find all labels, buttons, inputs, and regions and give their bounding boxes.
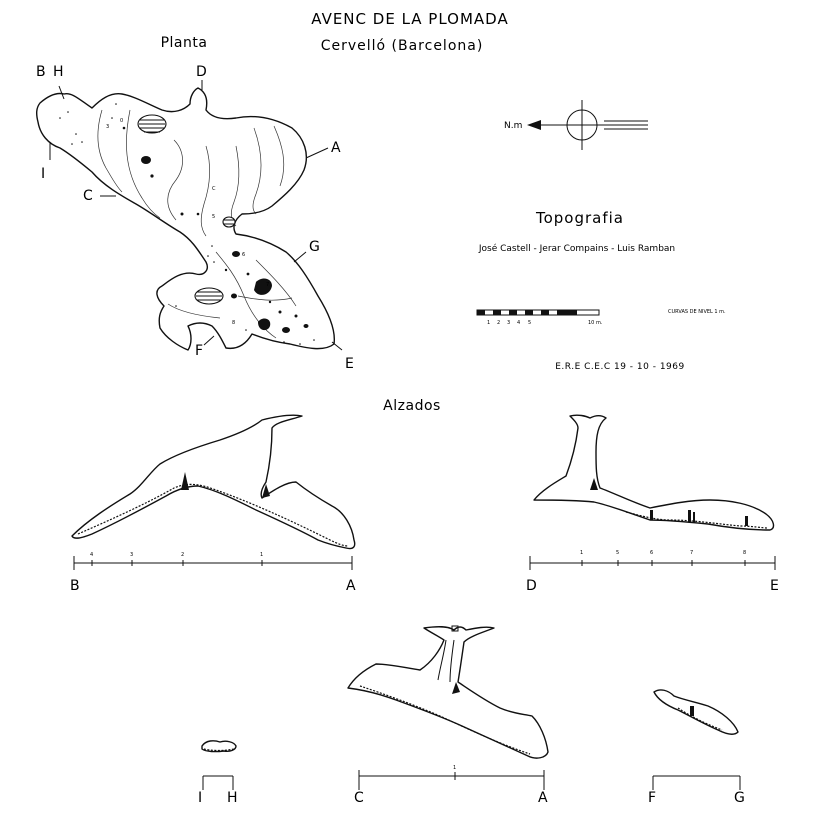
profile-c-a-tick-1: 1 <box>453 765 456 771</box>
profile-d-e-tick-6: 6 <box>650 550 653 556</box>
profile-b-a: 4 3 2 1 B A <box>70 414 356 594</box>
scale-tick-3: 3 <box>507 320 510 326</box>
scale-tick-4: 4 <box>517 320 520 326</box>
scale-tick-2: 2 <box>497 320 500 326</box>
profile-d-e-start: D <box>526 578 537 594</box>
profile-d-e-tick-8: 8 <box>743 550 746 556</box>
contour-note: CURVAS DE NIVEL 1 m. <box>668 309 726 315</box>
profile-b-a-end: A <box>346 578 356 594</box>
svg-text:7: 7 <box>266 282 269 288</box>
shaft-hatch-mid <box>222 216 236 228</box>
svg-text:C: C <box>212 186 216 192</box>
profile-f-g-outline <box>653 689 739 735</box>
profile-b-a-tick-2: 2 <box>181 552 184 558</box>
profile-c-a-outline <box>347 625 549 759</box>
plan-label-a: A <box>331 140 341 156</box>
svg-text:3: 3 <box>106 124 109 130</box>
plan-label-d: D <box>196 64 207 80</box>
profile-d-e-tick-1: 1 <box>580 550 583 556</box>
profile-f-g-start: F <box>648 790 656 806</box>
profile-c-a-start: C <box>354 790 364 806</box>
survey-credit: E.R.E C.E.C 19 - 10 - 1969 <box>555 362 684 372</box>
svg-text:6: 6 <box>242 252 245 258</box>
profile-b-a-start: B <box>70 578 80 594</box>
profile-b-a-tick-4: 4 <box>90 552 93 558</box>
profile-b-a-tick-1: 1 <box>260 552 263 558</box>
profile-i-h-end: H <box>227 790 238 806</box>
profile-d-e-outline <box>533 414 775 531</box>
plan-label-h: H <box>53 64 64 80</box>
profile-b-a-tick-3: 3 <box>130 552 133 558</box>
scale-bar: 1 2 3 4 5 10 m. <box>476 309 603 326</box>
elevations-heading: Alzados <box>383 398 441 414</box>
north-label: N.m <box>504 121 522 131</box>
plan-label-f: F <box>195 343 203 359</box>
plan-label-b: B <box>36 64 46 80</box>
scale-tick-10: 10 m. <box>588 320 603 326</box>
plan-label-i: I <box>41 166 45 182</box>
shaft-hatch-top <box>137 114 167 134</box>
profile-d-e-end: E <box>770 578 779 594</box>
profile-i-h: I H <box>198 740 238 806</box>
profile-c-a-end: A <box>538 790 548 806</box>
svg-text:0: 0 <box>120 118 123 124</box>
profile-f-g: F G <box>648 689 745 806</box>
profile-d-e-tick-5: 5 <box>616 550 619 556</box>
svg-text:8: 8 <box>232 320 235 326</box>
north-arrow-icon <box>527 100 648 150</box>
location-subtitle: Cervelló (Barcelona) <box>321 38 484 54</box>
plan-cave-outline <box>35 87 335 351</box>
scale-tick-5: 5 <box>528 320 531 326</box>
profile-i-h-outline <box>201 740 237 753</box>
plan-label-g: G <box>309 239 320 255</box>
profile-c-a: 1 C A <box>347 625 549 806</box>
profile-f-g-end: G <box>734 790 745 806</box>
profile-d-e-tick-7: 7 <box>690 550 693 556</box>
profile-i-h-start: I <box>198 790 202 806</box>
plan-heading: Planta <box>161 35 208 51</box>
profile-b-a-outline <box>71 414 356 550</box>
plan-view: 3 0 C 5 6 7 8 B H I C D A G E F <box>35 64 354 372</box>
plan-label-c: C <box>83 188 93 204</box>
topography-authors: José Castell - Jerar Compains - Luis Ram… <box>478 243 675 254</box>
shaft-hatch-low <box>194 287 224 305</box>
svg-text:5: 5 <box>212 214 215 220</box>
page-title: AVENC DE LA PLOMADA <box>311 10 508 28</box>
scale-tick-1: 1 <box>487 320 490 326</box>
plan-label-e: E <box>345 356 354 372</box>
profile-d-e: 1 5 6 7 8 D E <box>526 414 779 594</box>
topography-heading: Topografia <box>535 209 624 227</box>
